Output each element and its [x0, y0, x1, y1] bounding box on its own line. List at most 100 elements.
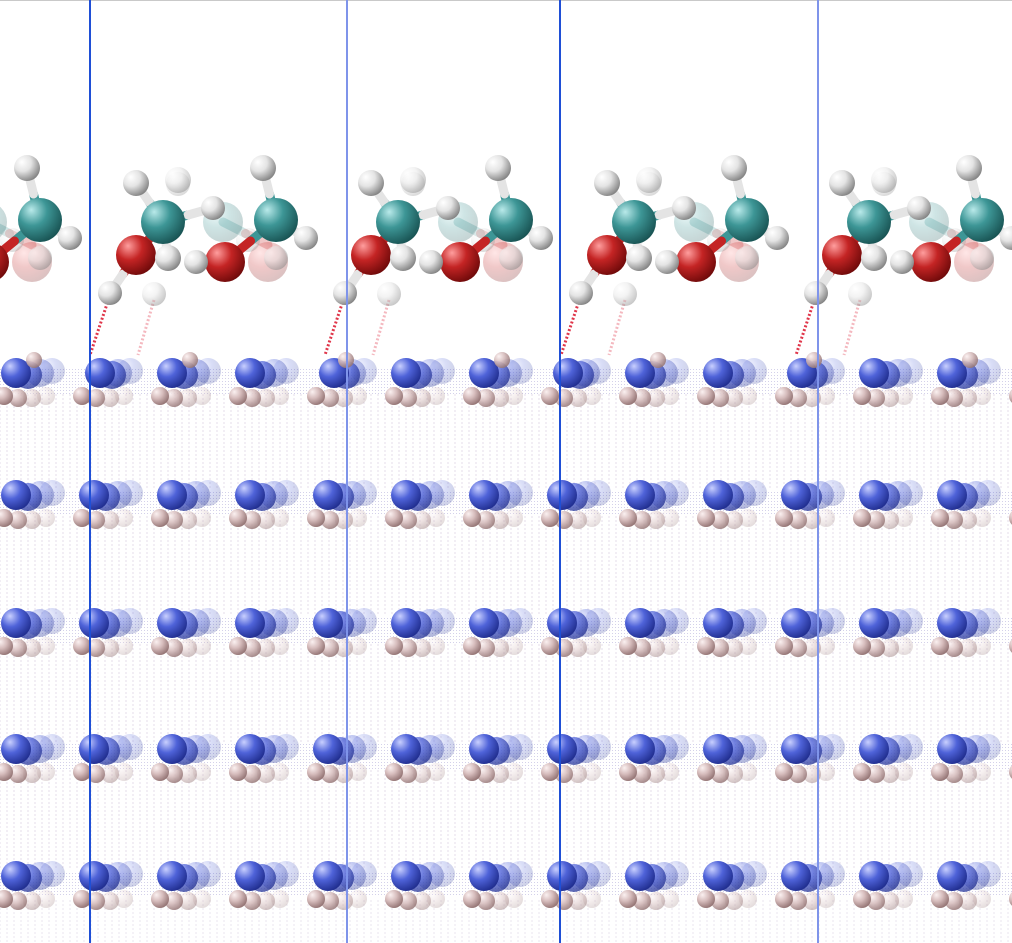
hydrogen-bond — [842, 299, 862, 356]
surface-small-atom-back — [569, 765, 587, 783]
surface-small-atom — [399, 765, 417, 783]
surface-small-atom-back — [427, 890, 445, 908]
hydrogen-atom-back — [848, 282, 872, 306]
hydrogen-atom — [294, 226, 318, 250]
hydrogen-atom-back — [636, 167, 662, 193]
surface-atom — [937, 608, 967, 638]
surface-small-atom-back — [491, 639, 509, 657]
surface-small-atom — [775, 637, 793, 655]
surface-small-atom — [151, 637, 169, 655]
surface-small-atom — [619, 890, 637, 908]
surface-atom — [391, 734, 421, 764]
surface-small-atom-back — [881, 765, 899, 783]
surface-small-atom-back — [647, 511, 665, 529]
surface-small-atom — [1009, 765, 1012, 779]
surface-small-atom-back — [23, 511, 41, 529]
surface-small-atom — [463, 637, 481, 655]
surface-atom — [859, 734, 889, 764]
surface-small-atom — [321, 389, 339, 407]
hydrogen-bond — [559, 294, 583, 356]
surface-small-atom-back — [271, 387, 289, 405]
surface-small-atom-back — [505, 763, 523, 781]
hydrogen-atom — [804, 281, 828, 305]
hydrogen-atom — [358, 170, 384, 196]
surface-small-atom — [867, 511, 885, 529]
surface-small-atom — [633, 892, 651, 910]
surface-small-atom — [9, 389, 27, 407]
surface-atom — [937, 358, 967, 388]
surface-small-atom — [931, 387, 949, 405]
surface-small-atom-back — [505, 637, 523, 655]
surface-atom — [937, 734, 967, 764]
surface-small-atom — [697, 509, 715, 527]
surface-small-atom — [87, 389, 105, 407]
surface-atom — [781, 480, 811, 510]
surface-small-atom — [9, 511, 27, 529]
surface-small-atom — [945, 389, 963, 407]
surface-atom — [625, 480, 655, 510]
surface-atom — [469, 734, 499, 764]
surface-small-atom — [775, 890, 793, 908]
surface-small-atom — [697, 637, 715, 655]
surface-atom — [859, 480, 889, 510]
surface-small-atom-back — [739, 637, 757, 655]
surface-vertical-bonds — [0, 394, 1009, 943]
surface-atom — [547, 734, 577, 764]
surface-small-atom-back — [583, 763, 601, 781]
surface-small-atom-back — [569, 639, 587, 657]
surface-small-atom — [165, 639, 183, 657]
hydrogen-bond — [607, 299, 627, 356]
hydrogen-atom-back — [264, 246, 288, 270]
surface-atom — [703, 480, 733, 510]
surface-small-atom — [619, 637, 637, 655]
surface-atom — [547, 861, 577, 891]
surface-small-atom — [867, 892, 885, 910]
carbon-atom-back — [0, 206, 7, 238]
surface-small-atom — [867, 389, 885, 407]
hydrogen-atom-back — [970, 246, 994, 270]
surface-small-atom — [619, 387, 637, 405]
hydrogen-atom-back — [499, 246, 523, 270]
surface-small-atom-back — [257, 765, 275, 783]
carbon-atom — [376, 200, 420, 244]
surface-small-atom-back — [583, 509, 601, 527]
surface-small-atom-back — [725, 892, 743, 910]
surface-small-atom-back — [257, 892, 275, 910]
surface-small-atom — [1009, 511, 1012, 525]
carbon-atom — [847, 200, 891, 244]
surface-atom — [937, 480, 967, 510]
surface-small-atom-back — [427, 763, 445, 781]
surface-small-atom-back — [257, 389, 275, 407]
surface-small-atom — [385, 890, 403, 908]
surface-atom — [703, 734, 733, 764]
surface-small-atom — [619, 763, 637, 781]
surface-small-atom-back — [569, 511, 587, 529]
surface-small-atom — [321, 765, 339, 783]
surface-small-atom — [399, 511, 417, 529]
surface-small-atom — [73, 763, 91, 781]
surface-atom — [937, 861, 967, 891]
carbon-atom — [141, 200, 185, 244]
surface-small-atom-back — [335, 892, 353, 910]
surface-small-atom — [229, 509, 247, 527]
surface-small-atom — [399, 639, 417, 657]
surface-small-atom-back — [491, 511, 509, 529]
surface-small-atom — [541, 890, 559, 908]
surface-atom — [391, 861, 421, 891]
surface-atom — [235, 358, 265, 388]
surface-small-atom — [789, 389, 807, 407]
surface-small-atom-back — [881, 389, 899, 407]
hydrogen-atom — [419, 250, 443, 274]
surface-atom — [1, 734, 31, 764]
surface-small-atom — [853, 890, 871, 908]
oxygen-atom — [351, 235, 391, 275]
surface-small-atom-back — [115, 763, 133, 781]
surface-atom — [391, 608, 421, 638]
surface-atom — [157, 608, 187, 638]
surface-small-atom — [945, 765, 963, 783]
surface-small-atom-back — [193, 637, 211, 655]
hydrogen-atom — [594, 170, 620, 196]
surface-small-atom — [385, 637, 403, 655]
hydrogen-atom — [98, 281, 122, 305]
surface-small-atom — [775, 509, 793, 527]
